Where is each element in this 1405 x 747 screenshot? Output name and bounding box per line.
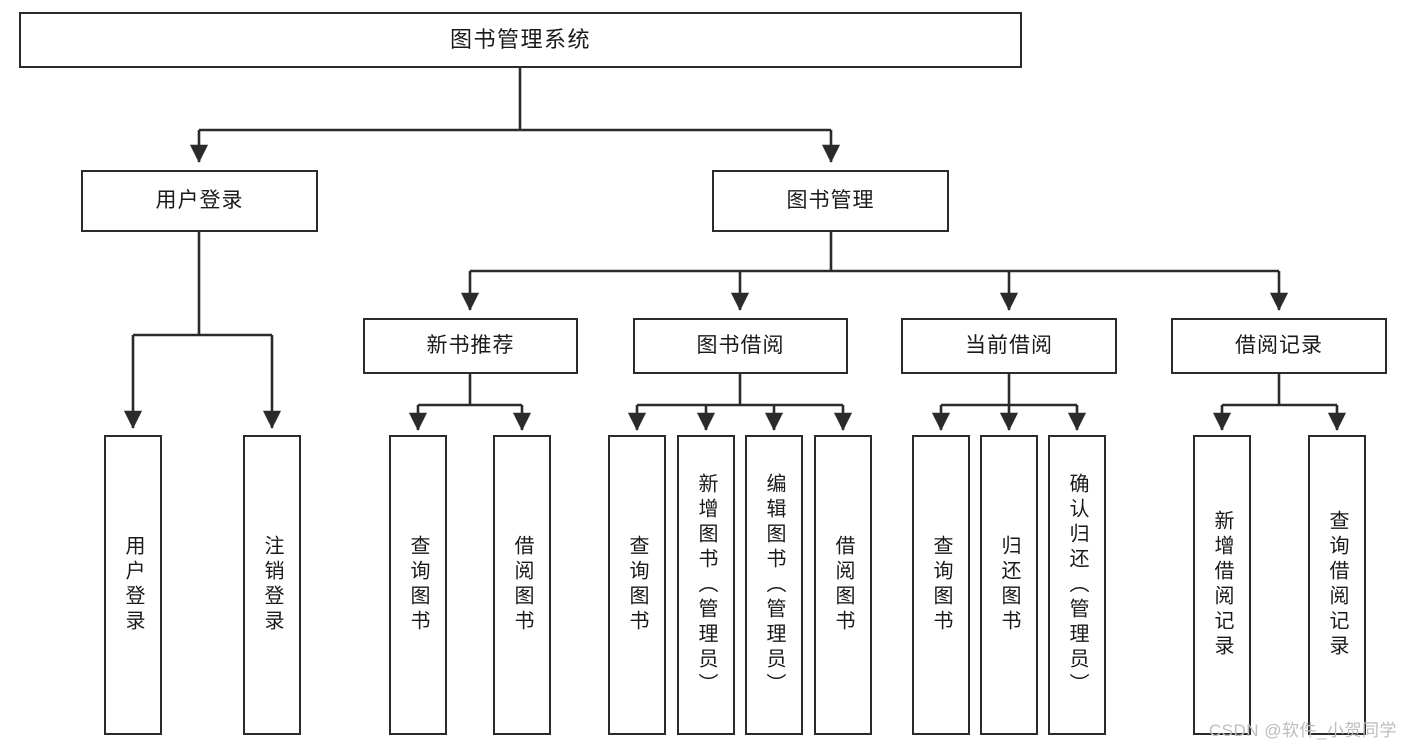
node-borrow-records[interactable]: 借阅记录 — [1171, 318, 1387, 374]
node-label: 编辑图书（管理员） — [763, 472, 785, 698]
leaf-query-borrow-record[interactable]: 查询借阅记录 — [1308, 435, 1366, 735]
node-label: 查询图书 — [407, 535, 429, 635]
node-label: 注销登录 — [261, 535, 283, 635]
leaf-user-login[interactable]: 用户登录 — [104, 435, 162, 735]
node-label: 借阅图书 — [511, 535, 533, 635]
leaf-edit-book-admin[interactable]: 编辑图书（管理员） — [745, 435, 803, 735]
node-label: 图书管理系统 — [449, 27, 591, 53]
leaf-confirm-return-admin[interactable]: 确认归还（管理员） — [1048, 435, 1106, 735]
node-label: 用户登录 — [155, 188, 244, 212]
node-label: 用户登录 — [122, 535, 144, 635]
node-current-borrowing[interactable]: 当前借阅 — [901, 318, 1117, 374]
node-label: 图书借阅 — [696, 333, 785, 357]
leaf-query-book-borrowing[interactable]: 查询图书 — [608, 435, 666, 735]
watermark-text: CSDN @软件_小贺同学 — [1208, 721, 1397, 740]
leaf-borrow-book-recommendation[interactable]: 借阅图书 — [493, 435, 551, 735]
node-label: 查询借阅记录 — [1326, 510, 1348, 660]
node-book-borrowing[interactable]: 图书借阅 — [633, 318, 848, 374]
node-label: 图书管理 — [786, 188, 875, 212]
node-user-login[interactable]: 用户登录 — [81, 170, 318, 232]
node-label: 查询图书 — [930, 535, 952, 635]
leaf-add-book-admin[interactable]: 新增图书（管理员） — [677, 435, 735, 735]
node-label: 当前借阅 — [965, 333, 1053, 357]
leaf-logout[interactable]: 注销登录 — [243, 435, 301, 735]
node-new-book-recommendation[interactable]: 新书推荐 — [363, 318, 578, 374]
node-label: 借阅图书 — [832, 535, 854, 635]
node-label: 归还图书 — [998, 535, 1020, 635]
node-label: 查询图书 — [626, 535, 648, 635]
leaf-return-book[interactable]: 归还图书 — [980, 435, 1038, 735]
node-label: 新书推荐 — [426, 333, 515, 357]
node-label: 新增借阅记录 — [1211, 510, 1233, 660]
node-label: 借阅记录 — [1235, 333, 1323, 357]
leaf-borrow-book[interactable]: 借阅图书 — [814, 435, 872, 735]
node-book-management[interactable]: 图书管理 — [712, 170, 949, 232]
node-label: 确认归还（管理员） — [1066, 472, 1088, 698]
node-root-book-management-system[interactable]: 图书管理系统 — [19, 12, 1022, 68]
leaf-query-book-recommendation[interactable]: 查询图书 — [389, 435, 447, 735]
leaf-query-book-current[interactable]: 查询图书 — [912, 435, 970, 735]
leaf-add-borrow-record[interactable]: 新增借阅记录 — [1193, 435, 1251, 735]
node-label: 新增图书（管理员） — [695, 472, 717, 698]
